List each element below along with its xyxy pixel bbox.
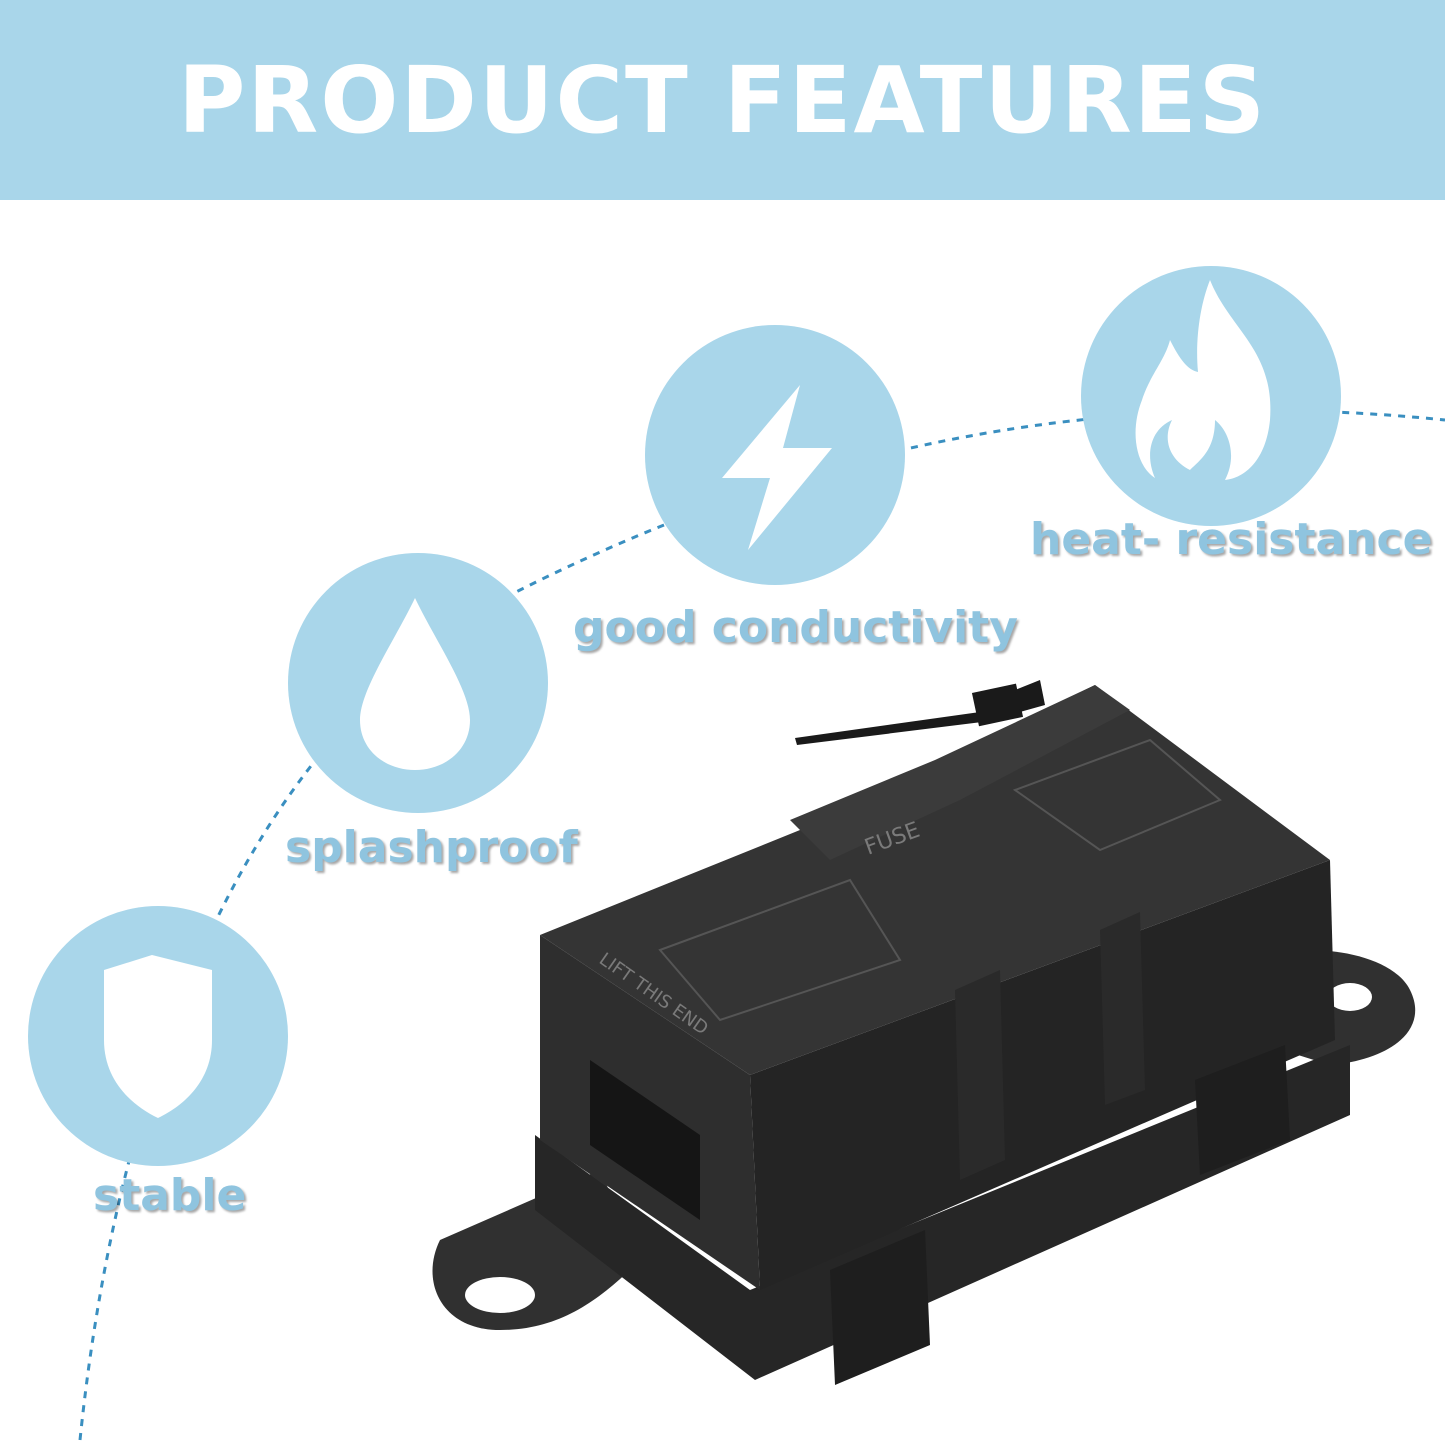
mounting-hole-left (465, 1277, 535, 1313)
lightning-bolt-icon (722, 385, 832, 550)
fuse-holder-image: FUSE LIFT THIS END (432, 680, 1416, 1385)
feature-stable (28, 906, 288, 1166)
feature-heat-resistance (1081, 266, 1341, 526)
header-banner: PRODUCT FEATURES (0, 0, 1445, 200)
feature-label-stable: stable (93, 1170, 247, 1221)
water-drop-icon (360, 598, 470, 770)
page-title: PRODUCT FEATURES (177, 46, 1267, 154)
mounting-hole-right (1328, 983, 1372, 1011)
feature-label-heat-resistance: heat- resistance (1030, 514, 1433, 565)
shield-icon (104, 955, 212, 1118)
feature-splashproof (288, 553, 548, 813)
flame-icon (1135, 280, 1271, 480)
feature-label-conductivity: good conductivity (573, 602, 1018, 653)
feature-label-splashproof: splashproof (285, 822, 578, 873)
feature-conductivity (645, 325, 905, 585)
